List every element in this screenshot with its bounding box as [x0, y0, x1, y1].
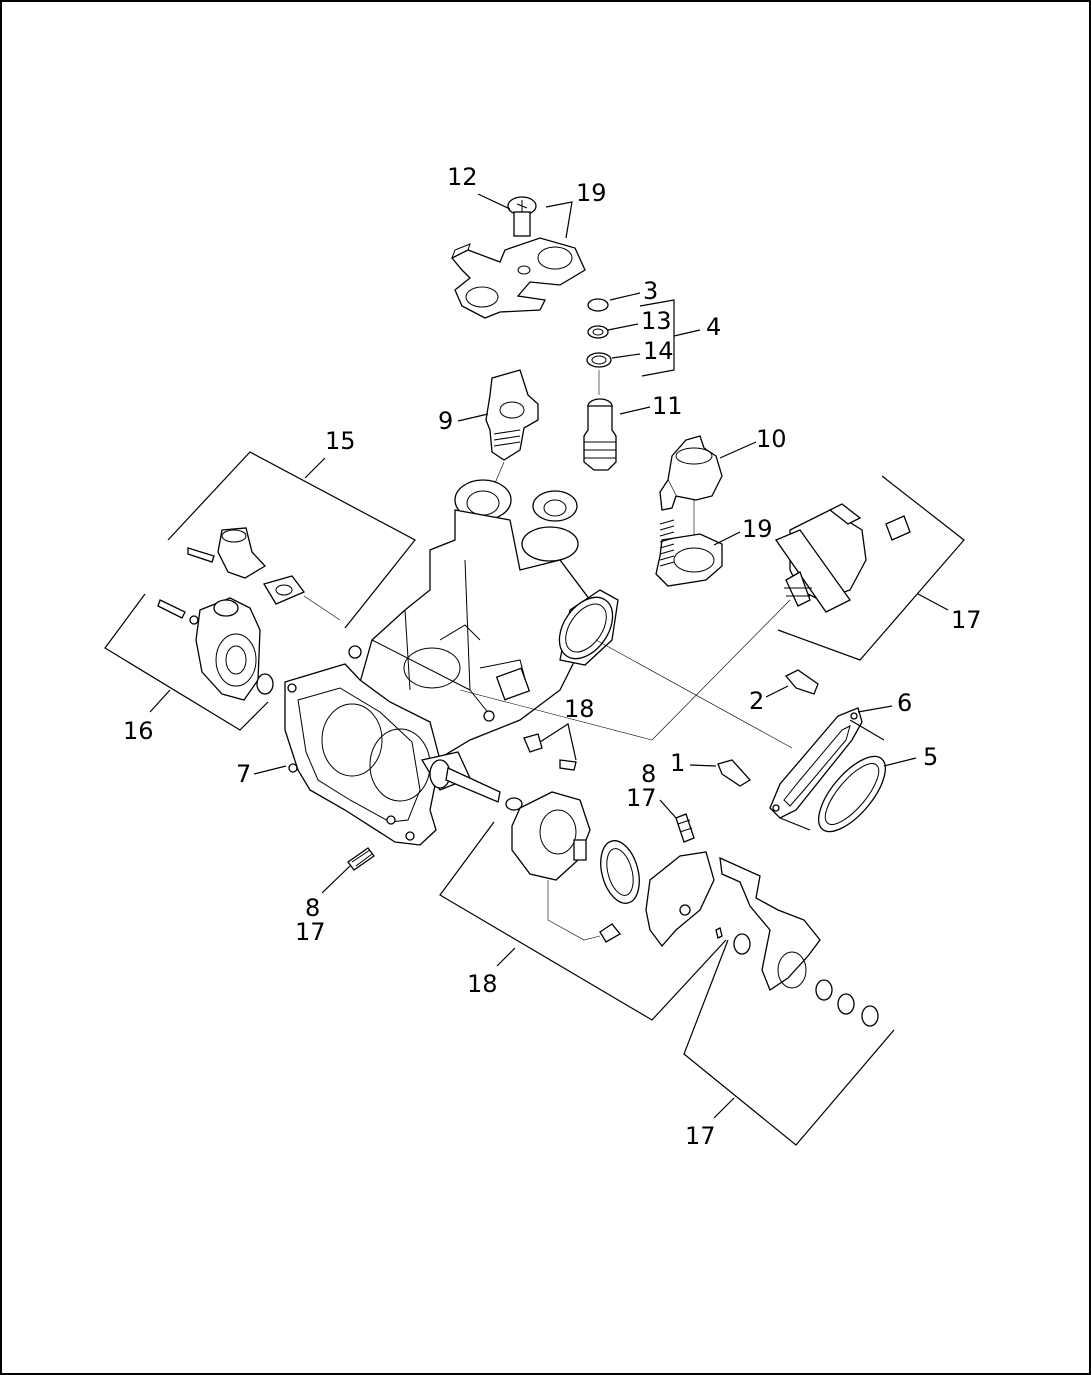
part-9-sensor [485, 369, 539, 461]
leader-collar-flange [595, 639, 793, 749]
callout-3: 3 [643, 277, 658, 305]
callout-19-lower: 19 [742, 515, 773, 543]
callout-19-top: 19 [576, 179, 607, 207]
part-11-fitting [583, 398, 617, 471]
callout-17-left: 17 [295, 918, 326, 946]
callout-10: 10 [756, 425, 787, 453]
part-3-o-ring [587, 298, 609, 312]
part-14-seal [586, 352, 612, 368]
callout-1: 1 [670, 749, 685, 777]
callout-15: 15 [325, 427, 356, 455]
callout-17-upper: 17 [951, 606, 982, 634]
part-1-bolt [717, 759, 752, 787]
part-6-flange [769, 707, 863, 819]
part-12-screw [507, 196, 537, 237]
callout-18-lower: 18 [467, 970, 498, 998]
callout-18-upper: 18 [564, 695, 595, 723]
callout-4: 4 [706, 313, 721, 341]
part-19-gasket-spring [655, 519, 723, 587]
callout-8-left: 8 [305, 894, 320, 922]
part-15-sensor [187, 527, 341, 621]
callout-2: 2 [749, 687, 764, 715]
callout-13: 13 [641, 307, 672, 335]
callout-12: 12 [447, 163, 478, 191]
callout-9: 9 [438, 407, 453, 435]
callout-5: 5 [923, 743, 938, 771]
part-8-spring-left [347, 847, 375, 871]
part-2-bolt [784, 669, 819, 695]
part-17-iac-upper [459, 503, 911, 741]
callout-11: 11 [652, 392, 683, 420]
callout-labels: 12 19 3 13 4 14 9 11 10 15 19 17 2 6 18 … [123, 163, 982, 1150]
callout-8-right: 8 [641, 760, 656, 788]
callout-16: 16 [123, 717, 154, 745]
part-16-tps [157, 597, 274, 701]
part-17-bracket-lower [719, 856, 879, 1027]
part-7-throttle-flange [284, 663, 471, 846]
part-10-regulator [659, 435, 723, 540]
throttle-shaft [445, 767, 523, 811]
part-8-spring-right [675, 813, 695, 843]
part-13-washer [587, 325, 609, 339]
part-18-throttle-cam [511, 791, 751, 955]
callout-7: 7 [236, 760, 251, 788]
callout-17-right: 17 [626, 784, 657, 812]
part-19-bracket-top [450, 237, 586, 319]
leader-lines [104, 193, 965, 1146]
callout-17-lower: 17 [685, 1122, 716, 1150]
part-18-screw-bracket [523, 733, 577, 771]
callout-14: 14 [643, 337, 674, 365]
callout-6: 6 [897, 689, 912, 717]
part-5-seal [818, 755, 886, 833]
